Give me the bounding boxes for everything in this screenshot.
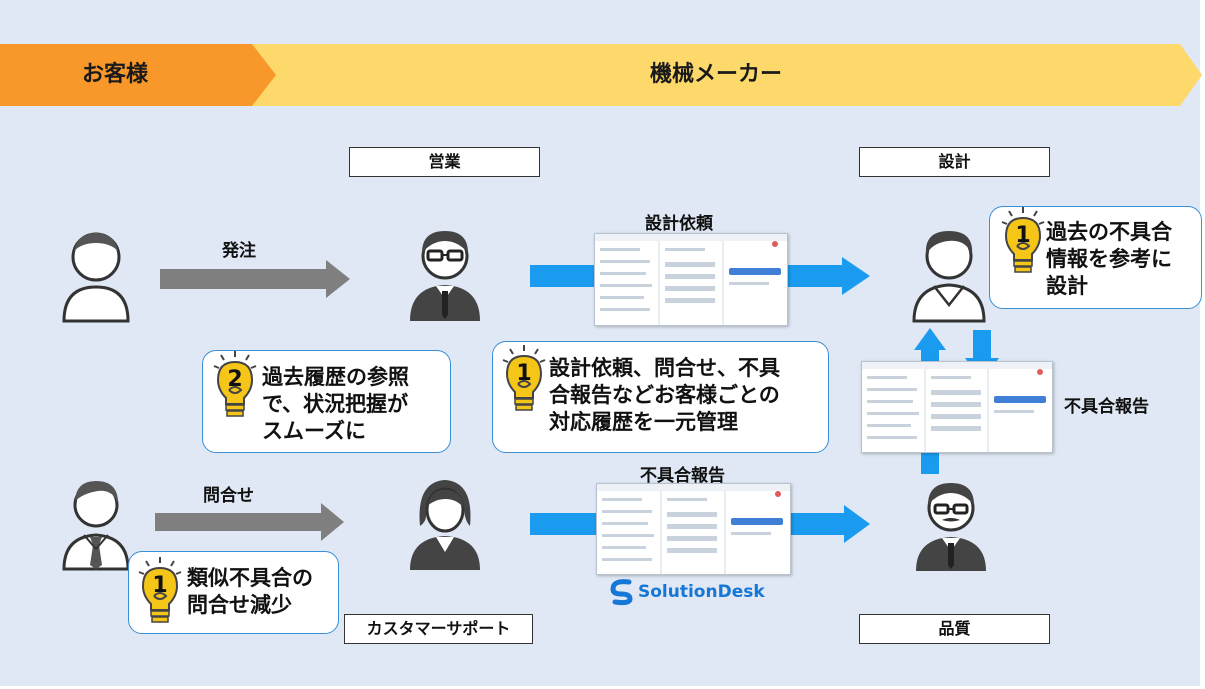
design-request-arrow-tail — [530, 265, 596, 287]
dept-quality-box: 品質 — [859, 614, 1050, 644]
callout-design-past-number: 1 — [1015, 223, 1031, 248]
defect-report-arrow-head — [790, 505, 870, 543]
defect-report-arrow-tail — [530, 513, 598, 535]
customer-banner — [0, 44, 276, 106]
solutiondesk-logo-icon — [610, 579, 633, 606]
lightbulb-icon — [138, 557, 182, 623]
callout-design-past-text: 過去の不具合 情報を参考に 設計 — [1046, 220, 1172, 298]
sales-person-icon — [410, 231, 480, 321]
quality-person-icon — [916, 483, 986, 571]
app-screenshot-graphic — [597, 484, 790, 574]
design-request-arrow-head — [786, 257, 870, 295]
solutiondesk-logo-text: SolutionDesk — [638, 582, 765, 602]
design-request-screenshot — [594, 233, 788, 326]
callout-history-reference-text: 過去履歴の参照 で、状況把握が スムーズに — [262, 365, 409, 443]
callout-history-reference-number: 2 — [227, 367, 243, 392]
quality-defect-screenshot — [861, 361, 1053, 453]
dept-sales-box: 営業 — [349, 147, 540, 177]
app-screenshot-graphic — [862, 362, 1052, 452]
callout-central-management-text: 設計依頼、問合せ、不具 合報告などお客様ごとの 対応履歴を一元管理 — [549, 356, 780, 434]
order-arrow — [160, 260, 350, 298]
callout-central-management-number: 1 — [516, 361, 532, 386]
dept-design-box: 設計 — [859, 147, 1050, 177]
customer-banner-label: お客様 — [82, 62, 149, 87]
flow-defect-report-label: 不具合報告 — [640, 466, 725, 486]
maker-banner — [240, 44, 1202, 106]
maker-banner-label: 機械メーカー — [650, 62, 783, 87]
callout-central-management — [492, 341, 829, 453]
customer-businessman-icon — [62, 481, 130, 571]
flow-design-request-label: 設計依頼 — [645, 214, 713, 234]
lightbulb-icon — [1001, 207, 1045, 273]
callout-similar-defects-text: 類似不具合の 問合せ減少 — [187, 566, 313, 617]
inquiry-arrow — [155, 503, 344, 541]
callout-similar-defects-number: 1 — [152, 573, 168, 598]
defect-report-screenshot — [596, 483, 791, 575]
dept-support-box: カスタマーサポート — [344, 614, 533, 644]
flow-order-label: 発注 — [222, 241, 256, 261]
design-person-icon — [912, 231, 986, 323]
lightbulb-icon — [502, 345, 546, 411]
flow-defect-report-side-label: 不具合報告 — [1064, 397, 1149, 417]
lightbulb-icon — [213, 351, 257, 417]
app-screenshot-graphic — [595, 234, 787, 325]
customer-person-icon — [62, 232, 130, 323]
support-person-icon — [410, 480, 480, 570]
flow-inquiry-label: 問合せ — [203, 486, 254, 506]
